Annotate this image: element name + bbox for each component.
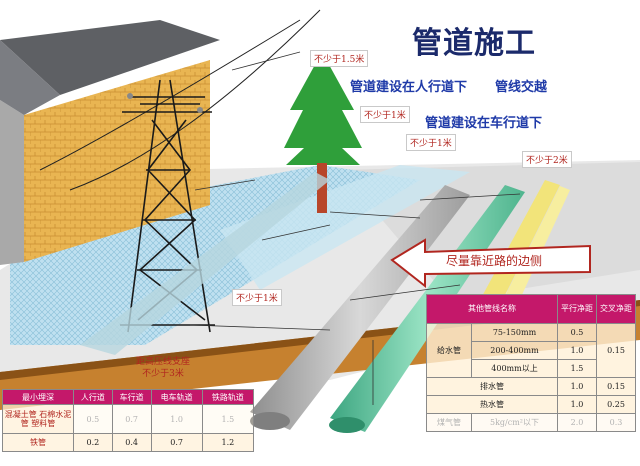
table-row: 排水管 1.0 0.15 bbox=[426, 377, 636, 396]
tree-trunk bbox=[317, 163, 327, 213]
table-cell: 400mm以上 bbox=[471, 359, 558, 378]
table-cell: 0.5 bbox=[557, 323, 597, 342]
table-header: 最小埋深 bbox=[2, 389, 74, 405]
insulator bbox=[127, 93, 133, 99]
table-header: 平行净距 bbox=[557, 294, 597, 324]
building-eave bbox=[0, 40, 60, 115]
table-header: 铁路轨道 bbox=[201, 389, 255, 405]
insulator bbox=[197, 107, 203, 113]
table-cell: 1.2 bbox=[201, 433, 255, 452]
tree bbox=[284, 52, 362, 165]
arrow-left-icon bbox=[390, 238, 591, 289]
table-cell: 0.7 bbox=[111, 404, 152, 434]
table-cell: 给水管 bbox=[426, 323, 472, 378]
table-row: 400mm以上 1.5 bbox=[427, 359, 636, 378]
table-row: 热水管 1.0 0.25 bbox=[426, 395, 636, 414]
table-cell: 0.25 bbox=[596, 395, 636, 414]
callout-tower-distance: 距高压线支座 不少于3米 bbox=[136, 356, 190, 380]
table-header: 人行道 bbox=[73, 389, 113, 405]
building-roof bbox=[0, 20, 220, 95]
table-cell: 200-400mm bbox=[471, 341, 558, 360]
table-row: 煤气管 5kg/cm²以下 2.0 0.3 bbox=[426, 413, 636, 432]
table-row: 200-400mm 1.0 bbox=[427, 341, 636, 360]
table-cell: 铁管 bbox=[2, 433, 74, 452]
table-header: 车行道 bbox=[111, 389, 152, 405]
callout-1m-b: 不少于1米 bbox=[406, 134, 456, 151]
table-row: 铁管 0.2 0.4 0.7 1.2 bbox=[2, 433, 255, 452]
table-cell: 排水管 bbox=[426, 377, 558, 396]
table-cell: 0.15 bbox=[596, 377, 636, 396]
label-roadway: 管道建设在车行道下 bbox=[425, 116, 543, 131]
table-cell: 0.2 bbox=[73, 433, 113, 452]
table-cell: 1.5 bbox=[201, 404, 255, 434]
table-header: 电车轨道 bbox=[150, 389, 203, 405]
callout-2m: 不少于2米 bbox=[522, 151, 572, 168]
dimension-lines bbox=[189, 51, 521, 405]
table-cell: 5kg/cm²以下 bbox=[471, 413, 558, 432]
label-close-to-road: 尽量靠近路的边侧 bbox=[446, 254, 543, 268]
power-wire bbox=[69, 9, 321, 191]
callout-1-5m: 不少于1.5米 bbox=[310, 50, 369, 67]
callout-1m-a: 不少于1米 bbox=[360, 106, 410, 123]
table-cell: 1.0 bbox=[557, 377, 597, 396]
gray-pipe-end bbox=[250, 412, 290, 430]
table-cell: 75-150mm bbox=[471, 323, 558, 342]
table-cell: 0.7 bbox=[150, 433, 203, 452]
table-cell: 1.0 bbox=[557, 341, 597, 360]
tower-distance-line1: 距高压线支座 bbox=[136, 357, 191, 367]
sidewalk-strip bbox=[220, 165, 470, 290]
callout-1m-c: 不少于1米 bbox=[232, 289, 282, 306]
green-pipe-end bbox=[329, 417, 365, 433]
table-cell: 0.5 bbox=[73, 404, 113, 434]
table-cell: 0.15 bbox=[596, 323, 636, 378]
table-row: 其他管线名称 平行净距 交叉净距 bbox=[426, 294, 636, 324]
table-header: 其他管线名称 bbox=[426, 294, 558, 324]
table-cell: 混凝土管 石棉水泥管 塑料管 bbox=[2, 404, 74, 434]
table-cell: 2.0 bbox=[557, 413, 597, 432]
table-cell: 0.3 bbox=[596, 413, 636, 432]
table-row: 给水管 75-150mm 0.5 0.15 bbox=[426, 323, 636, 378]
tower-distance-line2: 不少于3米 bbox=[142, 369, 184, 379]
label-crossing: 管线交越 bbox=[495, 80, 548, 95]
table-cell: 煤气管 bbox=[426, 413, 472, 432]
table-cell: 0.4 bbox=[111, 433, 152, 452]
min-depth-table: 最小埋深 人行道 车行道 电车轨道 铁路轨道 混凝土管 石棉水泥管 塑料管 0.… bbox=[2, 389, 255, 452]
building-side bbox=[0, 100, 24, 265]
building-wall bbox=[24, 60, 210, 262]
table-cell: 1.0 bbox=[150, 404, 203, 434]
table-row: 混凝土管 石棉水泥管 塑料管 0.5 0.7 1.0 1.5 bbox=[2, 404, 255, 434]
table-cell: 1.5 bbox=[557, 359, 597, 378]
table-cell: 热水管 bbox=[426, 395, 558, 414]
table-cell: 1.0 bbox=[557, 395, 597, 414]
spacing-table: 其他管线名称 平行净距 交叉净距 给水管 75-150mm 0.5 0.15 2… bbox=[426, 294, 636, 432]
sidewalk-pipe bbox=[80, 172, 330, 355]
table-header: 交叉净距 bbox=[596, 294, 636, 324]
page-title: 管道施工 bbox=[412, 26, 536, 61]
table-row: 最小埋深 人行道 车行道 电车轨道 铁路轨道 bbox=[2, 389, 255, 405]
label-sidewalk: 管道建设在人行道下 bbox=[350, 80, 468, 95]
